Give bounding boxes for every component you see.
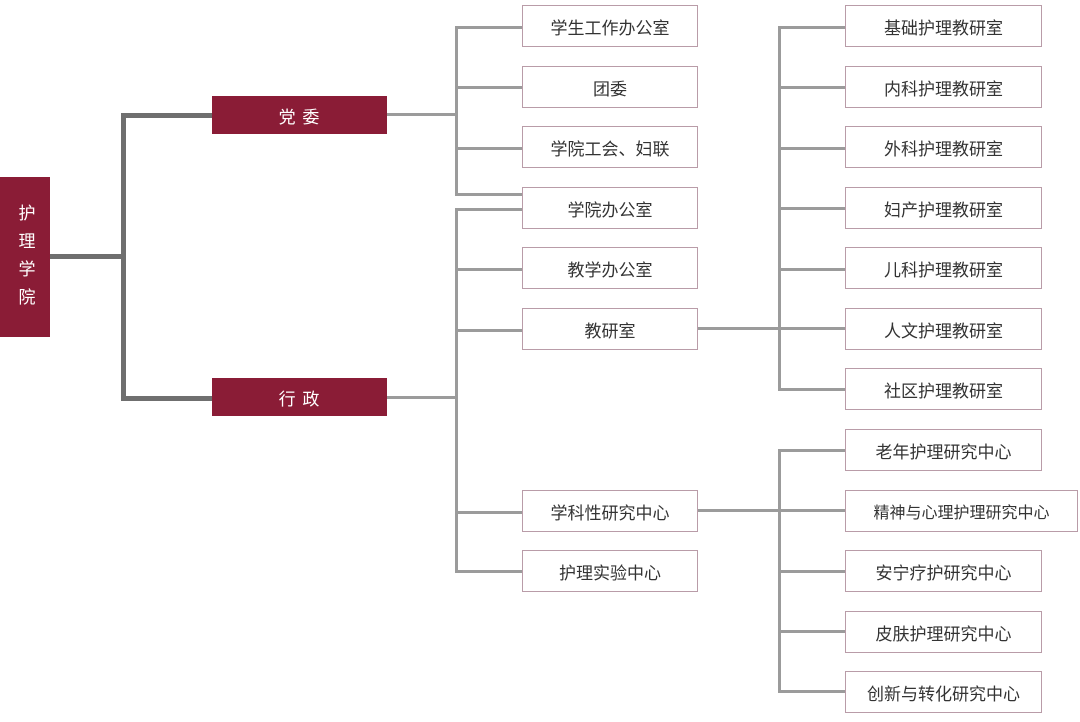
connector-admin-unit-4 — [455, 511, 522, 514]
connector-party-stem — [387, 113, 457, 116]
connector-research-center-4 — [778, 630, 845, 633]
box-surgical-nursing-office[interactable]: 外科护理教研室 — [845, 126, 1042, 168]
connector-research-center-3 — [778, 570, 845, 573]
box-college-office[interactable]: 学院办公室 — [522, 187, 698, 229]
box-union-and-womens-federation[interactable]: 学院工会、妇联 — [522, 126, 698, 168]
connector-party-unit-4 — [455, 193, 522, 196]
box-teaching-office[interactable]: 教学办公室 — [522, 247, 698, 289]
box-skin-nursing-research-center[interactable]: 皮肤护理研究中心 — [845, 611, 1042, 653]
box-youth-league-committee[interactable]: 团委 — [522, 66, 698, 108]
connector-root-to-spine — [50, 254, 126, 259]
connector-research-center-1 — [778, 449, 845, 452]
box-geriatric-nursing-research-center[interactable]: 老年护理研究中心 — [845, 429, 1042, 471]
node-party-committee[interactable]: 党 委 — [212, 96, 387, 134]
connector-party-unit-2 — [455, 86, 522, 89]
connector-teaching-office-6 — [778, 327, 845, 330]
connector-teaching-research-stem — [698, 327, 780, 330]
box-mental-and-psychological-nursing-research-center[interactable]: 精神与心理护理研究中心 — [845, 490, 1078, 532]
connector-teaching-office-5 — [778, 268, 845, 271]
box-internal-medicine-nursing-office[interactable]: 内科护理教研室 — [845, 66, 1042, 108]
connector-party-unit-1 — [455, 26, 522, 29]
connector-teaching-office-2 — [778, 86, 845, 89]
connector-admin-unit-5 — [455, 570, 522, 573]
connector-teaching-office-4 — [778, 207, 845, 210]
connector-spine-to-admin — [121, 396, 214, 401]
box-teaching-research-section[interactable]: 教研室 — [522, 308, 698, 350]
bracket-party-vertical — [455, 26, 458, 196]
box-humanistic-nursing-office[interactable]: 人文护理教研室 — [845, 308, 1042, 350]
bracket-admin-vertical — [455, 208, 458, 573]
connector-admin-unit-3 — [455, 329, 522, 332]
box-pediatric-nursing-office[interactable]: 儿科护理教研室 — [845, 247, 1042, 289]
box-nursing-laboratory-center[interactable]: 护理实验中心 — [522, 550, 698, 592]
connector-teaching-office-7 — [778, 388, 845, 391]
connector-admin-unit-2 — [455, 268, 522, 271]
connector-research-center-2 — [778, 509, 845, 512]
connector-spine-to-party — [121, 113, 214, 118]
box-student-affairs-office[interactable]: 学生工作办公室 — [522, 5, 698, 47]
connector-admin-stem — [387, 396, 457, 399]
connector-teaching-office-1 — [778, 26, 845, 29]
connector-research-center-5 — [778, 690, 845, 693]
connector-teaching-office-3 — [778, 147, 845, 150]
box-obstetrics-nursing-office[interactable]: 妇产护理教研室 — [845, 187, 1042, 229]
connector-spine-vertical — [121, 113, 126, 401]
node-administration[interactable]: 行 政 — [212, 378, 387, 416]
box-disciplinary-research-center[interactable]: 学科性研究中心 — [522, 490, 698, 532]
connector-research-center-stem — [698, 509, 780, 512]
box-fundamental-nursing-office[interactable]: 基础护理教研室 — [845, 5, 1042, 47]
connector-admin-unit-1 — [455, 208, 522, 211]
root-node-nursing-college[interactable]: 护理学院 — [0, 177, 50, 337]
box-hospice-care-research-center[interactable]: 安宁疗护研究中心 — [845, 550, 1042, 592]
box-innovation-and-translation-research-center[interactable]: 创新与转化研究中心 — [845, 671, 1042, 713]
connector-party-unit-3 — [455, 147, 522, 150]
box-community-nursing-office[interactable]: 社区护理教研室 — [845, 368, 1042, 410]
